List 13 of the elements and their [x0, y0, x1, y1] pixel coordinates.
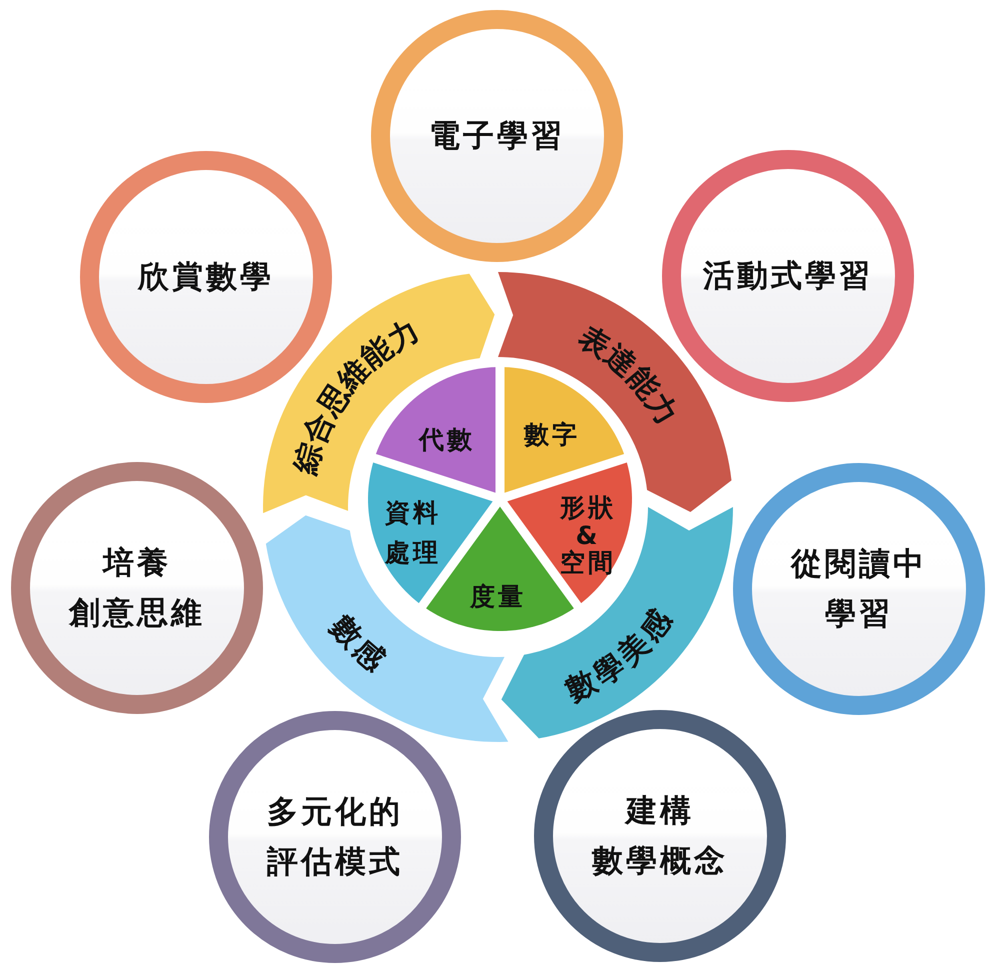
- circle-label: 培養創意思維: [69, 544, 205, 633]
- slice-label: 形狀&空間: [560, 494, 616, 576]
- circle-label: 建構數學概念: [592, 792, 728, 881]
- slice-label: 度量: [470, 582, 526, 612]
- slice-label: 數字: [524, 420, 580, 450]
- band-label: 數感: [324, 609, 394, 680]
- circle-label: 多元化的評估模式: [267, 793, 403, 882]
- band-label: 數學美感: [560, 602, 680, 708]
- circle-label: 電子學習: [429, 117, 565, 156]
- slice-label: 資料處理: [385, 497, 441, 569]
- circle-label: 欣賞數學: [138, 258, 274, 297]
- circle-label: 從閱讀中學習: [791, 545, 927, 634]
- circle-label: 活動式學習: [703, 257, 873, 296]
